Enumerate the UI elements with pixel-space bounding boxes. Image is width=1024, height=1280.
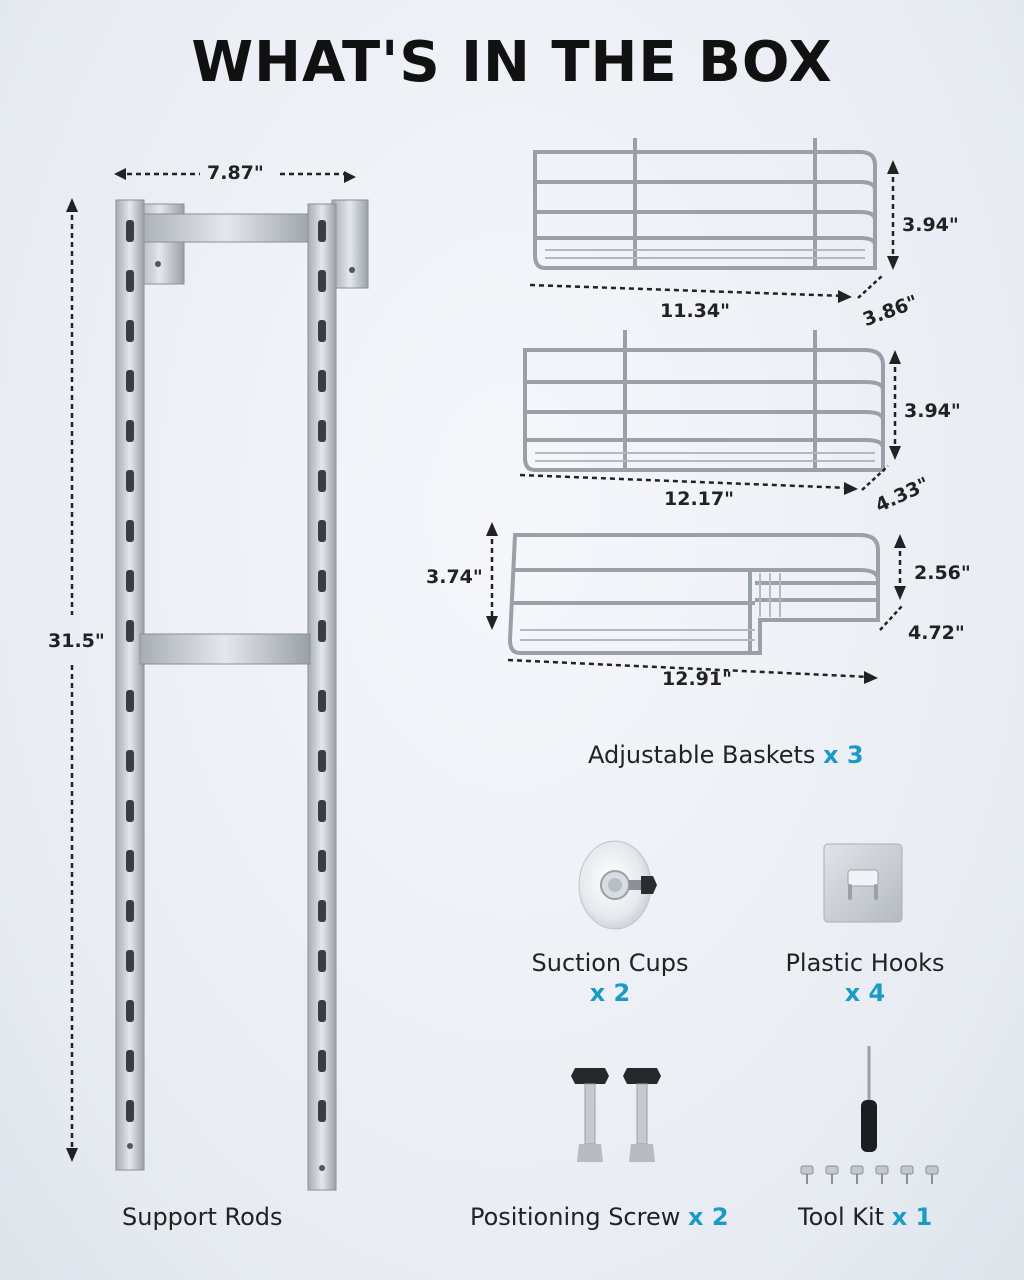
support-rods-width-label: 7.87" — [207, 162, 264, 184]
positioning-screw-caption: Positioning Screw x 2 — [470, 1203, 729, 1231]
tool-kit-qty: x 1 — [891, 1203, 933, 1231]
plastic-hooks-caption: Plastic Hooks x 4 — [765, 948, 965, 1008]
basket-2-height-label: 3.94" — [904, 400, 961, 422]
baskets-qty: x 3 — [823, 741, 864, 769]
suction-cup-image — [578, 840, 657, 930]
basket-2-width-label: 12.17" — [664, 488, 734, 510]
basket-3-depth-label: 4.72" — [908, 622, 965, 644]
basket-2-image — [523, 330, 885, 472]
support-rods-caption: Support Rods — [122, 1203, 283, 1231]
tool-kit-image — [800, 1046, 939, 1184]
plastic-hooks-caption-text: Plastic Hooks — [785, 949, 945, 977]
positioning-screws-image — [571, 1068, 661, 1162]
basket-1-width-label: 11.34" — [660, 300, 730, 322]
baskets-caption: Adjustable Baskets x 3 — [588, 741, 864, 769]
suction-cups-caption-text: Suction Cups — [531, 949, 689, 977]
support-rods-height-label: 31.5" — [48, 630, 105, 652]
suction-cups-caption: Suction Cups x 2 — [510, 948, 710, 1008]
basket-3-right-height-label: 2.56" — [914, 562, 971, 584]
suction-cups-qty: x 2 — [589, 979, 631, 1007]
tool-kit-caption: Tool Kit x 1 — [798, 1203, 932, 1231]
basket-3-left-height-label: 3.74" — [426, 566, 483, 588]
baskets-caption-text: Adjustable Baskets — [588, 741, 816, 769]
basket-3-image — [507, 533, 880, 655]
positioning-screw-qty: x 2 — [688, 1203, 729, 1231]
plastic-hook-image — [823, 843, 903, 923]
positioning-screw-caption-text: Positioning Screw — [470, 1203, 681, 1231]
page-title: WHAT'S IN THE BOX — [191, 30, 833, 95]
tool-kit-caption-text: Tool Kit — [798, 1203, 885, 1231]
basket-1-height-label: 3.94" — [902, 214, 959, 236]
support-rods-image — [115, 199, 369, 1191]
basket-1-image — [533, 138, 877, 270]
plastic-hooks-qty: x 4 — [844, 979, 886, 1007]
basket-3-width-label: 12.91" — [662, 668, 732, 690]
